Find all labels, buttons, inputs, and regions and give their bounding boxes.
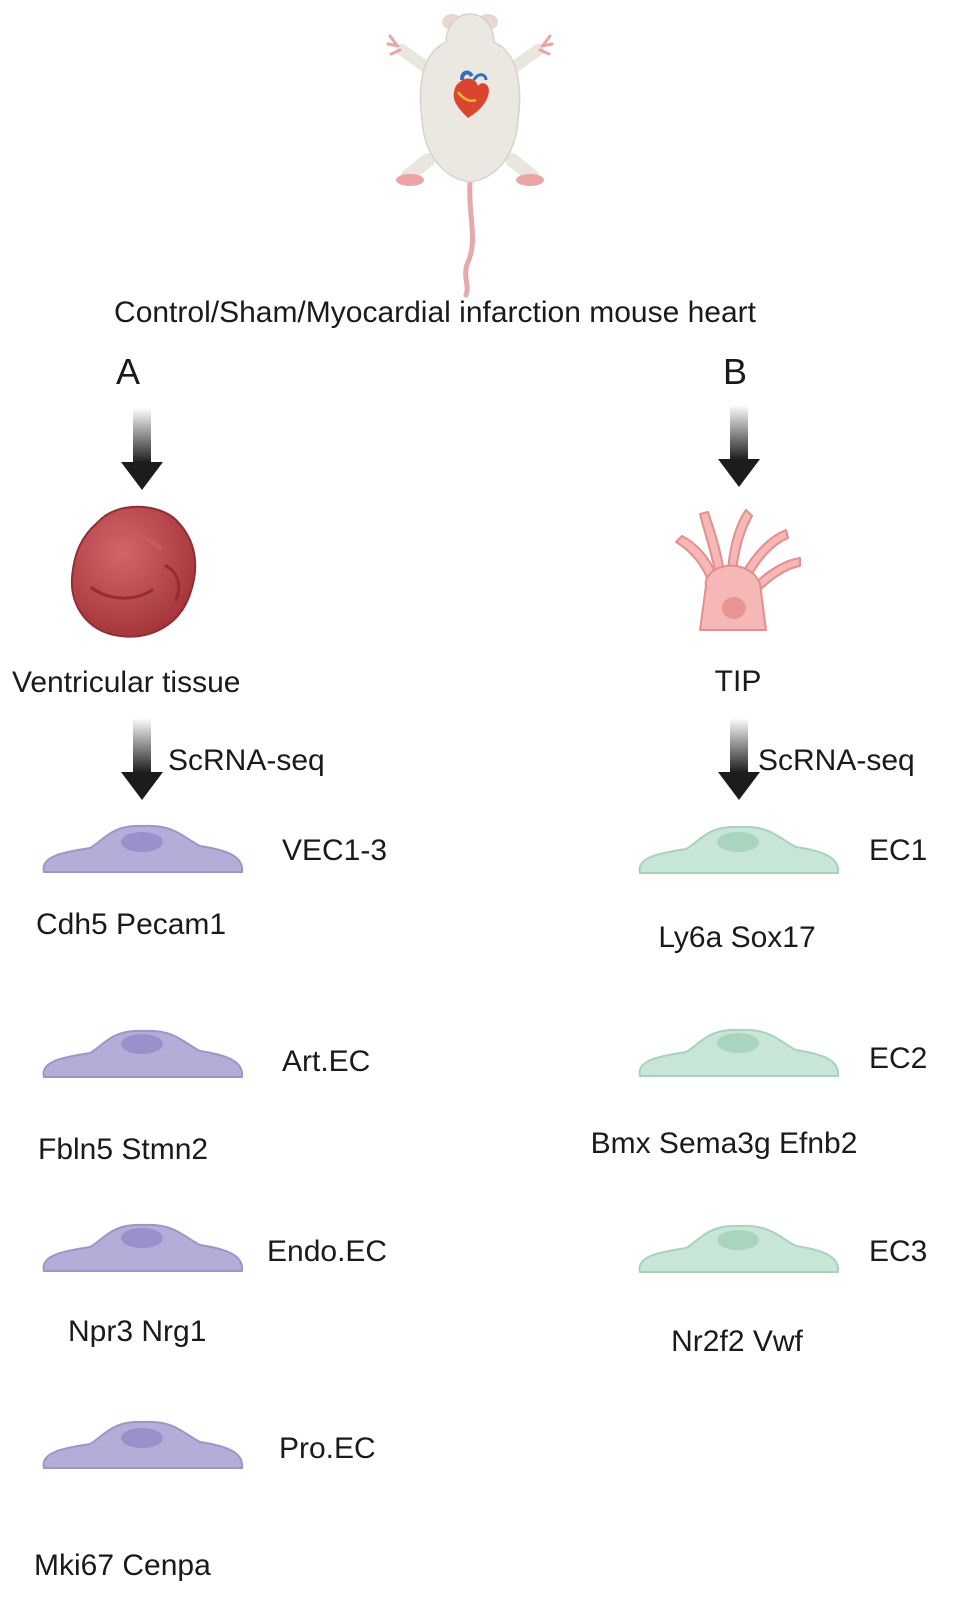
- arrow-a-1: [121, 408, 163, 490]
- cell-markers-b-1: Bmx Sema3g Efnb2: [590, 1127, 858, 1160]
- panel-b-letter: B: [722, 351, 748, 392]
- source-label: Control/Sham/Myocardial infarction mouse…: [114, 296, 756, 329]
- cell-name-b-2: EC3: [869, 1235, 928, 1268]
- mouse-illustration: [386, 13, 554, 298]
- panel-a-letter: A: [115, 351, 141, 392]
- cell-name-a-2: Endo.EC: [267, 1235, 388, 1268]
- panel-a-sample-label: Ventricular tissue: [12, 666, 241, 699]
- cell-shape-a-0: [42, 824, 244, 873]
- ventricular-tissue-illustration: [70, 505, 197, 638]
- panel-a-method-label: ScRNA-seq: [168, 744, 325, 777]
- cell-name-b-0: EC1: [869, 834, 928, 867]
- tip-cell-illustration: [675, 509, 801, 631]
- cell-name-b-1: EC2: [869, 1042, 928, 1075]
- cell-markers-b-2: Nr2f2 Vwf: [671, 1325, 803, 1358]
- cell-shape-b-2: [638, 1224, 840, 1273]
- cell-name-a-3: Pro.EC: [279, 1432, 376, 1465]
- cell-shape-a-3: [42, 1420, 244, 1469]
- cell-markers-a-1: Fbln5 Stmn2: [38, 1133, 209, 1166]
- cell-shape-a-1: [42, 1029, 244, 1078]
- arrow-b-1: [718, 405, 760, 487]
- cell-markers-a-3: Mki67 Cenpa: [34, 1549, 211, 1582]
- cell-shape-a-2: [42, 1223, 244, 1272]
- cell-markers-a-2: Npr3 Nrg1: [68, 1315, 207, 1348]
- arrow-b-2: [718, 718, 760, 800]
- cell-name-a-1: Art.EC: [282, 1045, 371, 1078]
- cell-name-a-0: VEC1-3: [282, 834, 388, 867]
- cell-markers-b-0: Ly6a Sox17: [658, 921, 816, 954]
- panel-b-method-label: ScRNA-seq: [758, 744, 915, 777]
- cell-markers-a-0: Cdh5 Pecam1: [36, 908, 227, 941]
- cell-shape-b-1: [638, 1028, 840, 1077]
- arrow-a-2: [121, 718, 163, 800]
- cell-shape-b-0: [638, 825, 840, 874]
- panel-b-sample-label: TIP: [714, 665, 762, 698]
